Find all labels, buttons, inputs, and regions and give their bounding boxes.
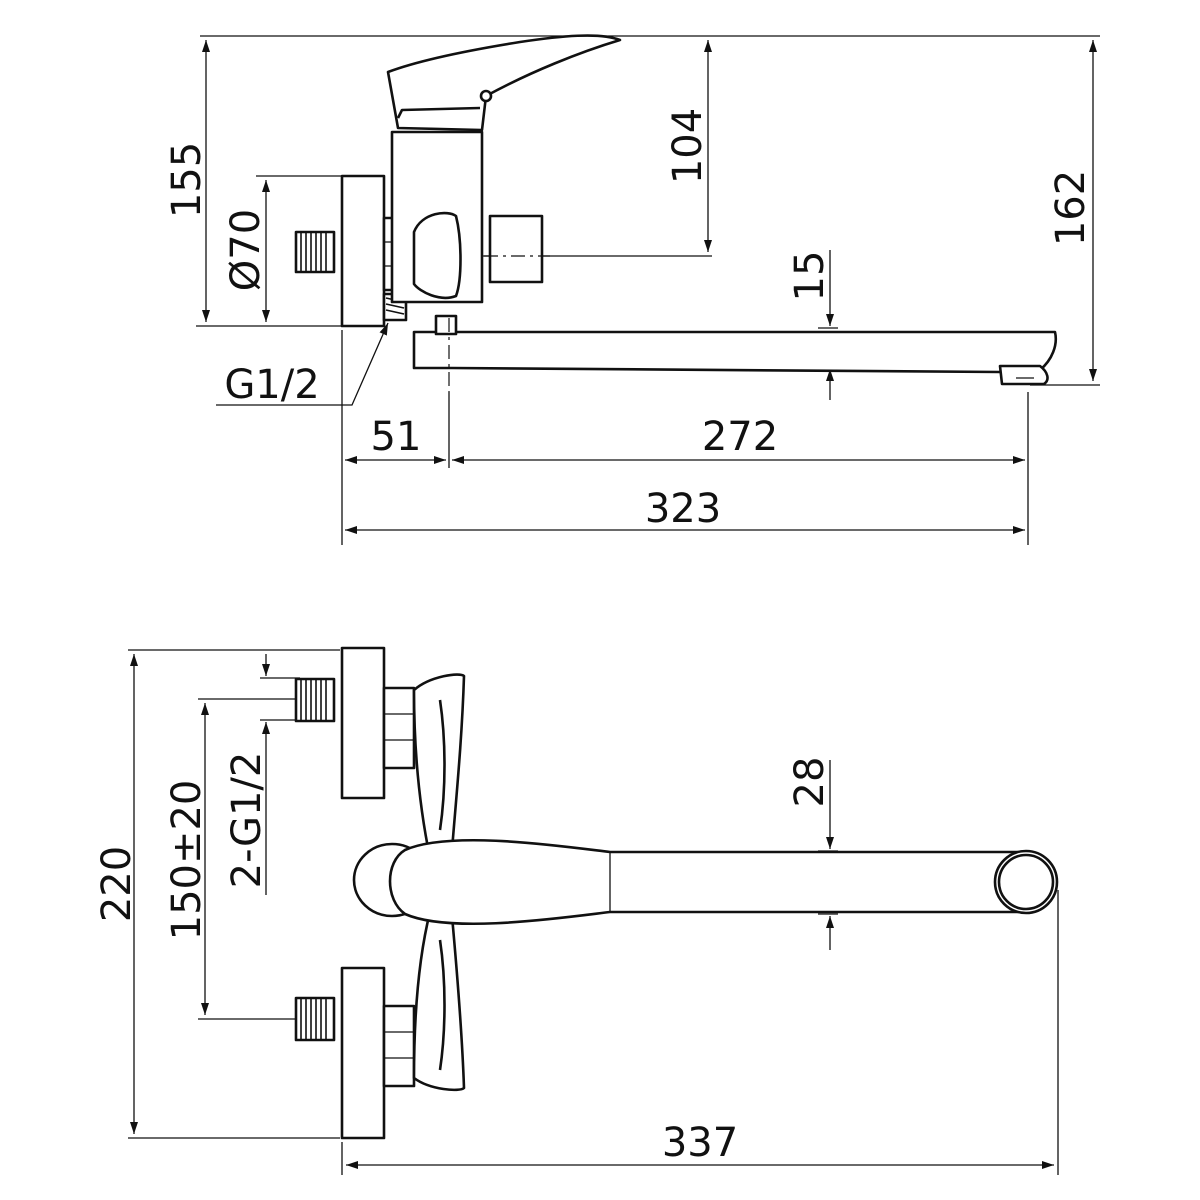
top-spout-tip: [993, 849, 1059, 915]
top-view: 220 150±20 2-G1/2 28 337: [94, 646, 1059, 1175]
thread-label: G1/2: [224, 362, 319, 408]
side-aerator: [998, 364, 1049, 386]
dim-150-label: 150±20: [164, 780, 210, 941]
top-lower-arm: [412, 910, 466, 1092]
side-outlet-port: [488, 214, 544, 284]
dim-diameter-label: Ø70: [223, 209, 269, 291]
dim-155-label: 155: [164, 142, 210, 218]
top-lower-thread: [294, 996, 336, 1042]
top-faucet-body: [294, 646, 1059, 1140]
dim-15-label: 15: [787, 251, 833, 302]
top-lower-arm-edge: [438, 939, 446, 1071]
thread-leader: [216, 322, 389, 406]
dim-51-label: 51: [371, 414, 422, 460]
dim-162-label: 162: [1048, 170, 1094, 246]
top-upper-nut: [382, 686, 416, 770]
dim-104-label: 104: [665, 108, 711, 184]
side-wall-flange: [340, 174, 386, 328]
top-upper-arm-edge: [438, 699, 446, 831]
top-upper-flange: [340, 646, 386, 800]
top-lower-flange: [340, 966, 386, 1140]
side-view: 155 Ø70 104 162 15 G1/2 51 272 323: [164, 34, 1100, 545]
side-pivot-pin: [479, 89, 493, 103]
top-spout: [388, 838, 1028, 926]
dim-inlets-label: 2-G1/2: [224, 752, 270, 889]
side-faucet-body: [294, 34, 1058, 392]
side-spout-collar: [434, 314, 458, 336]
top-aerator-ring: [997, 853, 1055, 911]
dim-337-label: 337: [662, 1120, 738, 1166]
dim-272-label: 272: [702, 414, 778, 460]
dim-28-label: 28: [787, 757, 833, 808]
side-spout: [412, 330, 1058, 374]
dim-323-label: 323: [645, 486, 721, 532]
top-upper-arm: [412, 673, 466, 860]
top-lower-nut: [382, 1004, 416, 1088]
side-lever-handle: [386, 34, 622, 132]
side-thread-fitting: [294, 230, 336, 274]
dim-220-label: 220: [94, 846, 140, 922]
top-upper-thread: [294, 677, 336, 723]
side-connector: [412, 211, 462, 300]
side-lever-base: [396, 106, 481, 119]
